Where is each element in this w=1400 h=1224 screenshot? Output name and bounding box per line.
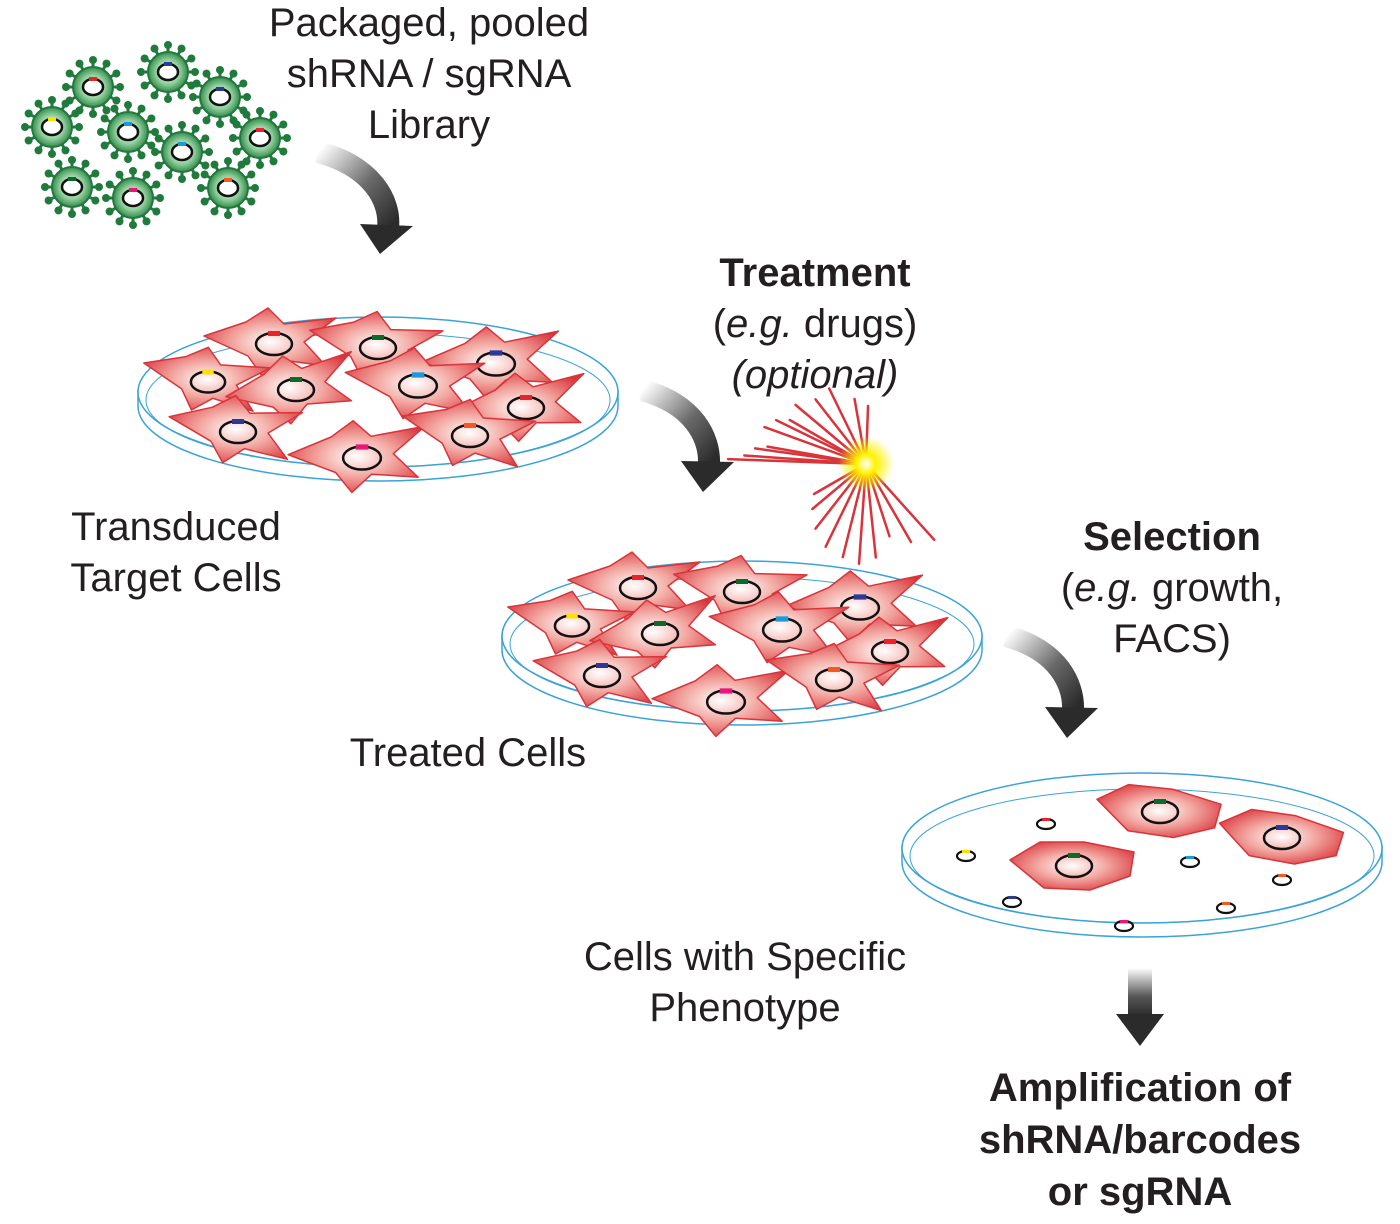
free-barcode <box>1179 855 1201 869</box>
virus-icon <box>197 157 259 219</box>
virus-icon <box>21 96 83 158</box>
treatment-label: Treatment (e.g. drugs) (optional) <box>660 248 970 401</box>
virus-icon <box>41 156 103 218</box>
virus-icon <box>189 66 251 128</box>
dish-transduced <box>137 307 619 494</box>
virus-icon <box>137 41 199 103</box>
selection-example: (e.g. growth, <box>1060 566 1284 610</box>
cell <box>168 394 304 464</box>
arrow-icon-to-dish1 <box>314 141 413 254</box>
cell <box>708 591 850 664</box>
dish-treated <box>501 551 983 738</box>
phenotype-label: Cells with Specific Phenotype <box>583 935 907 1030</box>
treatment-example: (e.g. drugs) <box>712 302 918 346</box>
amplification-label: Amplification of shRNA/barcodes or sgRNA <box>978 1066 1302 1214</box>
treatment-title: Treatment <box>719 251 911 295</box>
dish-phenotype <box>901 772 1383 938</box>
selection-title: Selection <box>1083 515 1261 559</box>
cell <box>344 347 486 420</box>
free-barcode <box>1035 817 1057 831</box>
cell <box>818 616 949 687</box>
virus-library <box>21 41 291 229</box>
arrow-icon-to-amplification <box>1116 968 1164 1046</box>
enlarged-cell <box>1218 808 1345 865</box>
transduced-label: Transduced Target Cells <box>70 505 282 600</box>
virus-icon <box>151 121 213 183</box>
arrow-icon-to-dish3 <box>1002 625 1098 738</box>
cell <box>532 638 668 708</box>
free-barcode <box>1215 901 1237 915</box>
virus-icon <box>229 107 291 169</box>
selection-label: Selection (e.g. growth, FACS) <box>1022 512 1322 665</box>
cell <box>287 419 426 494</box>
enlarged-cell <box>1096 783 1222 839</box>
cell <box>765 642 901 712</box>
virus-icon <box>97 101 159 163</box>
library-label: Packaged, pooled shRNA / sgRNA Library <box>268 1 590 147</box>
cell <box>401 398 537 468</box>
free-barcode <box>955 849 977 863</box>
enlarged-cell <box>1009 841 1135 891</box>
free-barcode <box>1001 895 1023 909</box>
free-barcode <box>1113 919 1135 933</box>
cell <box>454 372 585 443</box>
treatment-burst-icon <box>726 387 936 566</box>
virus-icon <box>102 167 164 229</box>
arrow-icon-to-dish2 <box>638 379 734 492</box>
burst-core <box>838 436 894 492</box>
virus-icon <box>62 56 124 118</box>
treatment-optional: (optional) <box>731 353 899 397</box>
treated-label: Treated Cells <box>349 731 587 775</box>
cell <box>651 663 790 738</box>
free-barcode <box>1271 873 1293 887</box>
